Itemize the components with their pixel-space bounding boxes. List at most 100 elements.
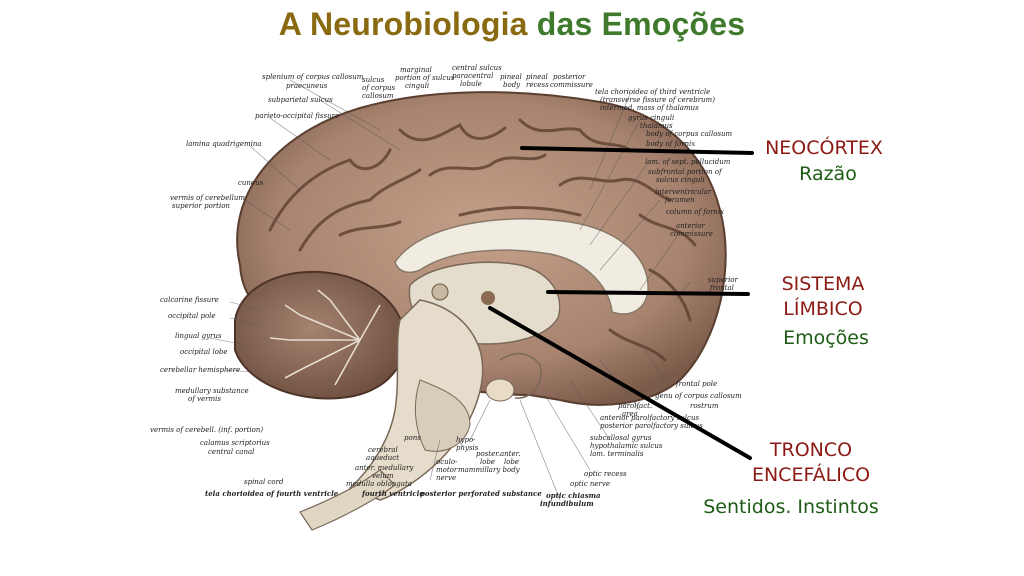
neocortex-label: NEOCÓRTEX xyxy=(756,136,892,161)
anno-gyrus-cinguli: gyrus cinguli xyxy=(628,114,674,122)
anatomy-annotations: splenium of corpus callosum praecuneus s… xyxy=(150,64,742,508)
pons xyxy=(415,379,471,452)
neocortex-name: NEOCÓRTEX xyxy=(765,137,883,159)
title-part-1: A Neurobiologia xyxy=(278,6,528,42)
anno-lam-sept: lam. of sept. pellucidum xyxy=(645,158,731,166)
brainstem-line-2: ENCEFÁLICO xyxy=(751,464,871,486)
anno-genu: genu of corpus callosum xyxy=(655,392,742,400)
anno-vermis-inf: vermis of cerebell. (inf. portion) xyxy=(150,426,263,434)
anno-medullary-vermis: medullary substance xyxy=(175,387,249,395)
anno-occipital-pole: occipital pole xyxy=(168,312,216,320)
anno-optic-nerve: optic nerve xyxy=(570,480,610,488)
corpus-callosum xyxy=(394,218,649,315)
anno-body-fornix: body of fornix xyxy=(646,140,695,148)
thalamus-mass xyxy=(481,291,495,305)
limbic-line-1: SISTEMA xyxy=(781,273,865,295)
anno-anterior-commissure: anterior xyxy=(676,222,705,230)
pineal-body xyxy=(431,283,449,301)
anno-subcallosal: subcallosal gyrus xyxy=(590,434,652,442)
anno-vermis-sup-2: superior portion xyxy=(172,202,230,210)
anno-ant-medullary: anter. medullary xyxy=(355,464,414,472)
anno-thalamus: thalamus xyxy=(640,122,673,130)
anno-interventricular-2: foramen xyxy=(664,196,695,204)
anno-post-paraolf: posterior parolfactory sulcus xyxy=(600,422,703,430)
anno-mammillary: mammillary body xyxy=(458,466,521,474)
anno-ant-medullary-2: velum xyxy=(372,472,394,480)
brainstem-function-text: Sentidos. Instintos xyxy=(703,496,879,518)
leader-neocortex xyxy=(520,146,754,155)
neocortex-function: Razão xyxy=(786,162,870,187)
hypophysis xyxy=(485,378,515,402)
anno-ant-paraolf: anterior parolfactory sulcus xyxy=(600,414,699,422)
anno-vermis-sup: vermis of cerebellum xyxy=(170,194,245,202)
anno-hypothalamic: hypothalamic sulcus xyxy=(590,442,663,450)
limbic-line-2: LÍMBICO xyxy=(783,298,863,320)
limbic-function: Emoções xyxy=(774,326,878,351)
anno-pineal-body: pineal xyxy=(500,73,522,81)
leader-limbic xyxy=(546,290,750,296)
anno-marginal-2: portion of sulcus xyxy=(395,74,455,82)
anno-body-corpus: body of corpus callosum xyxy=(646,130,733,138)
anno-cerebral-aqueduct: cerebral xyxy=(368,446,398,454)
anno-oculomotor: oculo- xyxy=(436,458,458,466)
anno-tela-fourth: tela chorioidea of fourth ventricle xyxy=(205,489,339,498)
region-leaders xyxy=(488,146,754,460)
anno-oculomotor-3: nerve xyxy=(436,474,456,482)
anno-post-lobe: poster. xyxy=(476,450,500,458)
anno-subfrontal: subfrontal portion of xyxy=(648,168,723,176)
anno-pineal-recess-2: recess xyxy=(526,81,549,89)
title-part-2: das Emoções xyxy=(536,6,746,42)
optic-region xyxy=(499,353,542,399)
anno-hypophysis-2: physis xyxy=(456,444,479,452)
anno-paraolf: parolfact. xyxy=(618,402,652,410)
brainstem-line-1: TRONCO xyxy=(769,439,853,461)
anno-post-perforated: posterior perforated substance xyxy=(420,489,542,498)
anno-infundibulum: infundibulum xyxy=(540,499,594,508)
anno-superior-frontal: superior xyxy=(708,276,739,284)
anno-paracentral: paracentral xyxy=(452,72,493,80)
anno-medulla: medulla oblongata xyxy=(346,480,412,488)
anno-pons: pons xyxy=(404,434,421,442)
anno-fourth-ventricle: fourth ventricle xyxy=(361,489,424,498)
anno-central-sulcus: central sulcus xyxy=(452,64,502,72)
anno-parieto-occipital: parieto-occipital fissure xyxy=(255,112,339,120)
gyri-folds xyxy=(263,118,697,362)
anno-sulcus-corpus-3: callosum xyxy=(362,92,394,100)
anno-optic-recess: optic recess xyxy=(584,470,627,478)
anno-spinal-cord: spinal cord xyxy=(244,478,284,486)
anno-marginal-3: cinguli xyxy=(405,82,429,90)
anno-pineal-recess: pineal xyxy=(526,73,548,81)
anno-superior-frontal-2: frontal xyxy=(709,284,734,292)
anno-medullary-vermis-2: of vermis xyxy=(188,395,221,403)
anno-ant-lobe: anter. xyxy=(500,450,520,458)
anno-calcarine: calcarine fissure xyxy=(160,296,219,304)
anno-occipital-lobe: occipital lobe xyxy=(180,348,228,356)
anno-paraolf-2: area xyxy=(622,410,638,418)
anno-calamus: calamus scriptorius xyxy=(200,439,270,447)
anno-marginal: marginal xyxy=(400,66,432,74)
anno-paracentral-2: lobule xyxy=(460,80,482,88)
limbic-label: SISTEMA LÍMBICO xyxy=(768,272,878,322)
anno-column-fornix: column of fornix xyxy=(666,208,724,216)
anno-lam-terminalis: lam. terminalis xyxy=(590,450,644,458)
anno-cerebellar-hemisphere: cerebellar hemisphere xyxy=(160,366,240,374)
anno-anterior-commissure-2: commissure xyxy=(670,230,713,238)
anno-central-canal: central canal xyxy=(208,448,254,456)
anno-hypophysis: hypo- xyxy=(456,436,476,444)
anno-intermed-mass: intermed. mass of thalamus xyxy=(600,104,699,112)
anno-transverse-fissure: (transverse fissure of cerebrum) xyxy=(600,96,715,104)
anno-oculomotor-2: motor xyxy=(436,466,458,474)
annotation-leaders xyxy=(209,79,691,501)
anno-cerebral-aqueduct-2: aqueduct xyxy=(366,454,399,462)
anno-optic-chiasma: optic chiasma xyxy=(546,491,601,500)
anno-sulcus-corpus-2: of corpus xyxy=(362,84,396,92)
anno-rostrum: rostrum xyxy=(690,402,719,410)
anno-post-lobe-2: lobe xyxy=(480,458,495,466)
anno-tela-third: tela chorioidea of third ventricle xyxy=(595,88,710,96)
anno-interventricular: interventricular xyxy=(655,188,712,196)
neocortex-function-text: Razão xyxy=(799,163,857,185)
anno-ant-lobe-2: lobe xyxy=(504,458,519,466)
cerebellum-arbor xyxy=(269,289,381,386)
anno-praecuneus: praecuneus xyxy=(286,82,328,90)
